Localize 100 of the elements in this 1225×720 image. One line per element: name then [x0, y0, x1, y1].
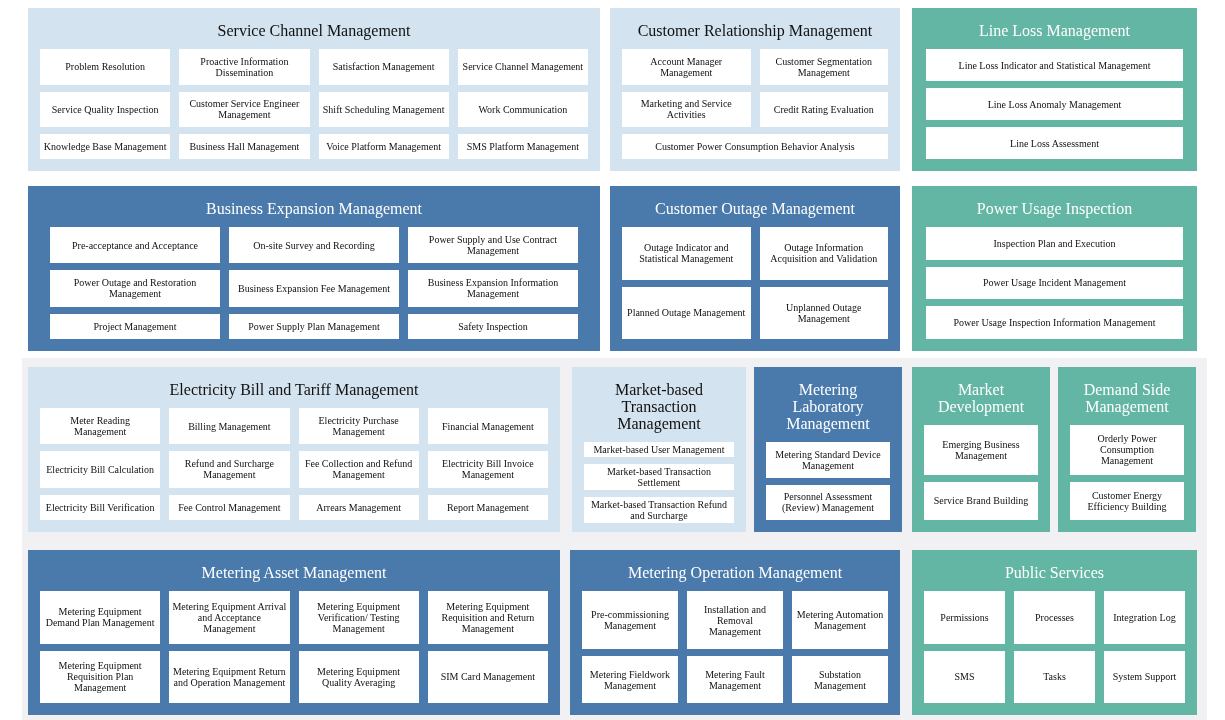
- function-box: Metering Equipment Return and Operation Management: [169, 650, 290, 703]
- function-box: Orderly Power Consumption Management: [1070, 425, 1184, 475]
- function-box: Financial Management: [427, 408, 548, 445]
- function-box: Outage Information Acquisition and Validation: [759, 227, 888, 280]
- function-box: Electricity Bill Verification: [40, 494, 161, 520]
- panel-title: Market Development: [936, 381, 1026, 415]
- module-panel: [572, 367, 746, 532]
- module-panel: [754, 367, 902, 532]
- panel-title: Customer Relationship Management: [636, 22, 874, 39]
- function-box: Inspection Plan and Execution: [926, 227, 1183, 260]
- function-box: Pre-commissioning Management: [582, 591, 678, 649]
- function-box: Electricity Purchase Management: [298, 408, 419, 445]
- panel-title: Public Services: [1003, 564, 1106, 581]
- function-box: SIM Card Management: [427, 650, 548, 703]
- function-box: Processes: [1014, 591, 1095, 644]
- function-box: Metering Fieldwork Management: [582, 656, 678, 703]
- panel-title: Metering Laboratory Management: [785, 381, 871, 432]
- function-box: Electricity Bill Calculation: [40, 451, 161, 488]
- function-box: Customer Segmentation Management: [759, 49, 888, 85]
- function-box: Marketing and Service Activities: [622, 91, 751, 128]
- function-box: Market-based Transaction Settlement: [584, 464, 734, 490]
- panel-title: Power Usage Inspection: [975, 200, 1134, 217]
- module-panel: [912, 367, 1050, 532]
- function-box: Market-based User Management: [584, 442, 734, 457]
- function-box: Line Loss Assessment: [926, 127, 1183, 159]
- function-box: Fee Control Management: [169, 494, 290, 520]
- function-box: Metering Equipment Arrival and Acceptance Management: [169, 591, 290, 644]
- module-panel: [570, 550, 900, 715]
- module-panel: [610, 186, 900, 351]
- module-panel: [28, 550, 560, 715]
- function-box: Electricity Bill Invoice Management: [427, 451, 548, 488]
- function-box: Customer Power Consumption Behavior Analysis: [622, 134, 888, 159]
- function-box: Customer Energy Efficiency Building: [1070, 481, 1184, 520]
- function-box: Business Expansion Information Management: [408, 270, 578, 307]
- function-box: Pre-acceptance and Acceptance: [50, 227, 220, 264]
- function-box: System Support: [1104, 650, 1185, 703]
- function-box: Permissions: [924, 591, 1005, 644]
- function-box: Refund and Surcharge Management: [169, 451, 290, 488]
- function-box: Credit Rating Evaluation: [759, 91, 888, 128]
- function-box: Tasks: [1014, 650, 1095, 703]
- function-box: Metering Standard Device Management: [766, 442, 890, 478]
- function-box: Arrears Management: [298, 494, 419, 520]
- module-panel: [610, 8, 900, 171]
- module-panel: [28, 367, 560, 532]
- panel-title: Electricity Bill and Tariff Management: [168, 381, 420, 398]
- function-box: Metering Equipment Verification/ Testing Management: [298, 591, 419, 644]
- function-box: Unplanned Outage Management: [759, 286, 888, 339]
- function-box: Line Loss Anomaly Management: [926, 88, 1183, 120]
- panel-title: Customer Outage Management: [654, 200, 856, 217]
- function-box: Customer Service Engineer Management: [179, 91, 310, 128]
- function-box: Billing Management: [169, 408, 290, 445]
- function-box: Power Supply and Use Contract Management: [408, 227, 578, 264]
- panel-title: Metering Asset Management: [200, 564, 388, 581]
- panel-title: Business Expansion Management: [205, 200, 423, 217]
- panel-title: Service Channel Management: [216, 22, 412, 39]
- function-box: SMS: [924, 650, 1005, 703]
- module-panel: [912, 550, 1197, 715]
- module-panel: [912, 8, 1197, 171]
- function-box: SMS Platform Management: [457, 134, 588, 159]
- function-box: Integration Log: [1104, 591, 1185, 644]
- function-box: Personnel Assessment (Review) Management: [766, 484, 890, 520]
- function-box: Problem Resolution: [40, 49, 171, 85]
- function-box: Metering Equipment Requisition Plan Management: [40, 650, 161, 703]
- function-box: Substation Management: [792, 656, 888, 703]
- function-box: Business Hall Management: [179, 134, 310, 159]
- panel-title: Market-based Transaction Management: [614, 381, 704, 432]
- function-box: Metering Equipment Demand Plan Management: [40, 591, 161, 644]
- function-box: Metering Automation Management: [792, 591, 888, 649]
- function-box: Metering Equipment Requisition and Return Management: [427, 591, 548, 644]
- function-box: Power Supply Plan Management: [229, 313, 399, 339]
- function-box: Power Usage Incident Management: [926, 266, 1183, 300]
- function-box: Emerging Business Management: [924, 425, 1038, 475]
- function-box: Report Management: [427, 494, 548, 520]
- panel-title: Line Loss Management: [977, 22, 1132, 39]
- function-box: Work Communication: [457, 91, 588, 128]
- function-box: Fee Collection and Refund Management: [298, 451, 419, 488]
- function-box: Meter Reading Management: [40, 408, 161, 445]
- function-box: Metering Fault Management: [687, 656, 783, 703]
- function-box: Service Quality Inspection: [40, 91, 171, 128]
- function-box: Planned Outage Management: [622, 286, 751, 339]
- function-box: Safety Inspection: [408, 313, 578, 339]
- function-box: Installation and Removal Management: [687, 591, 783, 649]
- function-box: Knowledge Base Management: [40, 134, 171, 159]
- module-panel: [912, 186, 1197, 351]
- function-box: Power Outage and Restoration Management: [50, 270, 220, 307]
- function-box: Voice Platform Management: [318, 134, 449, 159]
- function-box: Market-based Transaction Refund and Surcharge: [584, 497, 734, 523]
- function-box: Proactive Information Dissemination: [179, 49, 310, 85]
- function-box: Power Usage Inspection Information Management: [926, 306, 1183, 339]
- function-box: Outage Indicator and Statistical Management: [622, 227, 751, 280]
- function-box: Satisfaction Management: [318, 49, 449, 85]
- function-box: Line Loss Indicator and Statistical Management: [926, 49, 1183, 81]
- module-panel: [1058, 367, 1196, 532]
- function-box: Project Management: [50, 313, 220, 339]
- function-box: Shift Scheduling Management: [318, 91, 449, 128]
- module-panel: [28, 8, 600, 171]
- function-box: Service Channel Management: [457, 49, 588, 85]
- function-box: Account Manager Management: [622, 49, 751, 85]
- panel-title: Metering Operation Management: [626, 564, 844, 581]
- module-panel: [28, 186, 600, 351]
